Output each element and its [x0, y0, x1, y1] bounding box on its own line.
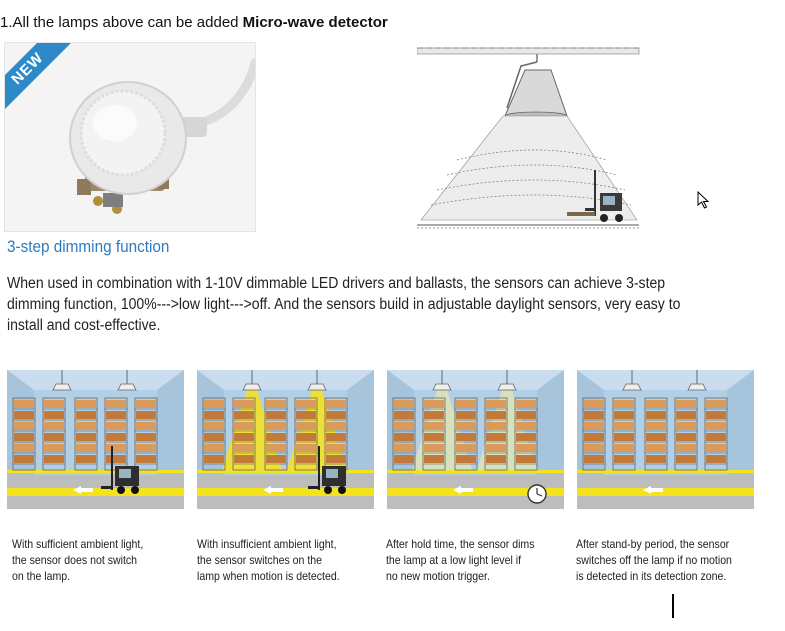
panel-caption-4: After stand-by period, the sensor switch… — [576, 536, 734, 584]
caption-line: After hold time, the sensor dims — [386, 537, 535, 551]
text-cursor — [672, 594, 674, 618]
shelf-rack — [422, 397, 446, 471]
floor-stripe — [197, 488, 374, 496]
caption-line: on the lamp. — [12, 569, 71, 583]
description-line-3: install and cost-effective. — [7, 317, 161, 334]
sensor-photo-illustration — [69, 58, 255, 214]
shelf-rack — [264, 397, 288, 471]
floor-stripe — [387, 488, 564, 496]
right-wall — [157, 370, 184, 488]
lamp-icon — [52, 383, 72, 391]
shelf-rack — [612, 397, 636, 471]
arrow-left-icon — [263, 486, 283, 494]
caption-line: switches off the lamp if no motion — [576, 553, 732, 567]
warehouse-lamp-diagram — [417, 47, 640, 229]
shelf-rack — [42, 397, 66, 471]
caption-line: is detected in its detection zone. — [576, 569, 727, 583]
panel-standby-off — [576, 369, 755, 510]
caption-line: With sufficient ambient light, — [12, 537, 144, 551]
panel-caption-1: With sufficient ambient light, the senso… — [12, 536, 170, 584]
shelf-rack — [674, 397, 698, 471]
lamp-icon — [307, 383, 327, 391]
arrow-left-icon — [453, 486, 473, 494]
forklift-icon — [308, 446, 346, 494]
floor-stripe — [577, 488, 754, 496]
lamp-icon — [687, 383, 707, 391]
product-photo: NEW — [4, 42, 256, 232]
shelf-rack — [294, 397, 318, 471]
caption-line: With insufficient ambient light, — [197, 537, 337, 551]
heading-bold-text: Micro-wave detector — [242, 14, 388, 31]
ceiling — [7, 370, 184, 390]
shelf-rack — [202, 397, 226, 471]
caption-line: lamp when motion is detected. — [197, 569, 340, 583]
shelf-rack — [74, 397, 98, 471]
arrow-left-icon — [73, 486, 93, 494]
clock-icon — [527, 484, 547, 504]
shelf-rack — [104, 397, 128, 471]
rear-stripe — [387, 470, 564, 473]
description-line-2: dimming function, 100%--->low light--->o… — [7, 296, 681, 313]
description-paragraph: When used in combination with 1-10V dimm… — [7, 273, 722, 336]
caption-line: the sensor does not switch — [12, 553, 138, 567]
section-heading: 1.All the lamps above can be added Micro… — [0, 14, 388, 31]
floor-stripe — [7, 488, 184, 496]
panel-caption-2: With insufficient ambient light, the sen… — [197, 536, 355, 584]
shelf-rack — [324, 397, 348, 471]
shelf-rack — [454, 397, 478, 471]
lamp-icon — [432, 383, 452, 391]
shelf-rack — [514, 397, 538, 471]
lamp-icon — [497, 383, 517, 391]
panel-full-light — [196, 369, 375, 510]
rear-stripe — [197, 470, 374, 473]
lamp-icon — [117, 383, 137, 391]
panel-no-light — [6, 369, 185, 510]
shelf-rack — [232, 397, 256, 471]
panel-dim-light — [386, 369, 565, 510]
shelf-rack — [484, 397, 508, 471]
rear-stripe — [577, 470, 754, 473]
right-wall — [347, 370, 374, 488]
arrow-left-icon — [643, 486, 663, 494]
panel-caption-3: After hold time, the sensor dims the lam… — [386, 536, 544, 584]
shelf-rack — [12, 397, 36, 471]
rear-stripe — [7, 470, 184, 473]
mouse-cursor-icon — [697, 190, 710, 209]
forklift-icon — [101, 446, 139, 494]
description-line-1: When used in combination with 1-10V dimm… — [7, 275, 666, 292]
subtitle: 3-step dimming function — [7, 237, 170, 256]
shelf-rack — [134, 397, 158, 471]
caption-line: After stand-by period, the sensor — [576, 537, 730, 551]
right-wall — [727, 370, 754, 488]
shelf-rack — [704, 397, 728, 471]
forklift-icon — [567, 170, 623, 222]
ceiling — [197, 370, 374, 390]
right-wall — [537, 370, 564, 488]
shelf-rack — [644, 397, 668, 471]
caption-line: the lamp at a low light level if — [386, 553, 522, 567]
shelf-rack — [582, 397, 606, 471]
ceiling — [577, 370, 754, 390]
shelf-rack — [392, 397, 416, 471]
ceiling — [387, 370, 564, 390]
heading-text: 1.All the lamps above can be added — [0, 14, 243, 31]
caption-line: no new motion trigger. — [386, 569, 490, 583]
lamp-icon — [622, 383, 642, 391]
lamp-icon — [242, 383, 262, 391]
caption-line: the sensor switches on the — [197, 553, 323, 567]
